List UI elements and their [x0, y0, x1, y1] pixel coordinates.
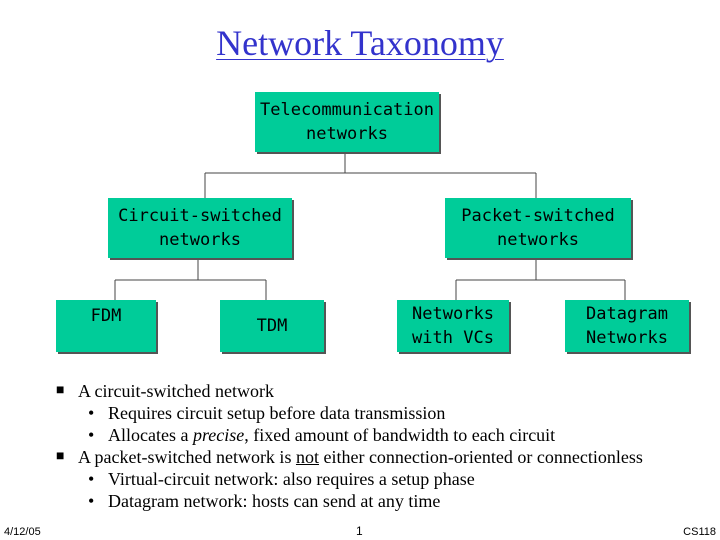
sub-bullet-item: • Datagram network: hosts can send at an… — [56, 490, 656, 512]
node-telecommunication-networks: Telecommunication networks — [255, 92, 439, 152]
node-label-line: Telecommunication — [260, 100, 434, 120]
sub-bullet-item: • Requires circuit setup before data tra… — [56, 402, 656, 424]
dot-bullet-icon: • — [88, 403, 95, 423]
node-label-line: networks — [159, 230, 241, 250]
node-label-line: FDM — [90, 306, 122, 326]
node-label-line: TDM — [256, 316, 288, 336]
node-label-line: Networks — [412, 304, 494, 324]
dot-bullet-icon: • — [88, 425, 95, 445]
footer-course: CS118 — [683, 526, 716, 538]
bullet-item: ■ A packet-switched network is not eithe… — [56, 446, 656, 468]
square-bullet-icon: ■ — [56, 449, 65, 464]
underlined-text: not — [295, 447, 319, 467]
node-fdm: FDM — [56, 300, 156, 352]
node-circuit-switched-networks: Circuit-switched networks — [108, 198, 292, 258]
node-label-line: networks — [306, 124, 388, 144]
node-label-line: networks — [497, 230, 579, 250]
sub-bullet-text-part: , fixed amount of bandwidth to each circ… — [244, 425, 556, 445]
bullet-item: ■ A circuit-switched network — [56, 380, 656, 402]
footer-date: 4/12/05 — [4, 526, 41, 538]
emphasis-text: precise — [192, 425, 245, 445]
bullet-text-part: A packet-switched network is — [78, 447, 296, 467]
sub-bullet-item: • Virtual-circuit network: also requires… — [56, 468, 656, 490]
dot-bullet-icon: • — [88, 469, 95, 489]
sub-bullet-text-part: Allocates a — [108, 425, 193, 445]
sub-bullet-text: Datagram network: hosts can send at any … — [108, 491, 441, 511]
bullet-text: A circuit-switched network — [78, 381, 274, 401]
sub-bullet-text: Virtual-circuit network: also requires a… — [108, 469, 475, 489]
node-label-line: Circuit-switched — [118, 206, 282, 226]
node-label-line: Datagram — [586, 304, 668, 324]
node-networks-with-vcs: Networks with VCs — [397, 300, 509, 352]
bullet-text-part: either connection-oriented or connection… — [318, 447, 643, 467]
dot-bullet-icon: • — [88, 491, 95, 511]
bullet-list: ■ A circuit-switched network • Requires … — [56, 380, 656, 512]
page-title: Network Taxonomy — [216, 23, 504, 63]
node-label-line: Packet-switched — [461, 206, 615, 226]
node-label-line: with VCs — [412, 328, 494, 348]
sub-bullet-item: • Allocates a precise, fixed amount of b… — [56, 424, 656, 446]
node-label-line: Networks — [586, 328, 668, 348]
footer-page-number: 1 — [356, 524, 363, 538]
square-bullet-icon: ■ — [56, 383, 65, 398]
node-datagram-networks: Datagram Networks — [565, 300, 689, 352]
node-packet-switched-networks: Packet-switched networks — [445, 198, 631, 258]
sub-bullet-text: Requires circuit setup before data trans… — [108, 403, 446, 423]
node-tdm: TDM — [220, 300, 324, 352]
